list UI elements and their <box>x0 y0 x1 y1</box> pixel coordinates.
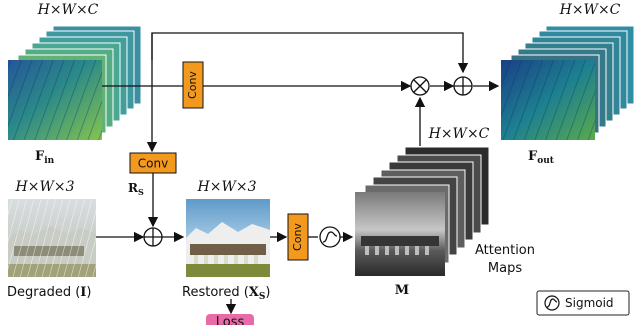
f-in-label: Fin <box>35 149 55 166</box>
f-out-symbol: F <box>528 149 538 164</box>
conv-right-label: Conv <box>291 223 304 251</box>
degraded-dims-label: H×W×3 <box>15 179 75 195</box>
conv-middle-label: Conv <box>138 157 168 171</box>
restored-symbol: X <box>249 285 260 300</box>
restored-subscript: S <box>259 292 266 302</box>
f-out-label: Fout <box>528 149 555 166</box>
sigmoid-icon <box>319 226 341 248</box>
add-operator-top <box>453 76 473 96</box>
restored-close: ) <box>265 285 270 300</box>
sigmoid-operator <box>319 226 341 248</box>
f-in-symbol: F <box>35 149 45 164</box>
restored-dims-label: H×W×3 <box>197 179 257 195</box>
attention-maps-stack <box>355 146 490 276</box>
restored-text: Restored ( <box>182 285 249 300</box>
conv-block-top: Conv <box>182 61 204 109</box>
restored-label: Restored (XS) <box>182 285 270 302</box>
output-feature-stack <box>501 25 635 140</box>
loss-block: Loss <box>206 314 254 325</box>
degraded-close: ) <box>86 285 91 300</box>
degraded-label: Degraded (I) <box>7 285 91 300</box>
f-in-subscript: in <box>44 156 54 166</box>
loss-label: Loss <box>216 315 245 325</box>
conv-top-label: Conv <box>186 71 199 99</box>
degraded-text: Degraded ( <box>7 285 80 300</box>
degraded-image <box>8 199 96 277</box>
attention-label-line2: Maps <box>488 261 522 276</box>
restored-image <box>186 199 270 277</box>
conv-block-right: Conv <box>287 213 309 261</box>
add-operator-bottom <box>143 227 163 247</box>
legend-sigmoid-label: Sigmoid <box>565 296 614 310</box>
m-label: M <box>395 283 409 298</box>
conv-block-middle: Conv <box>129 152 177 174</box>
output-dims-label: H×W×C <box>559 2 621 18</box>
r-s-label: RS <box>128 181 144 197</box>
input-feature-stack <box>8 25 142 140</box>
r-s-symbol: R <box>128 181 139 195</box>
attention-label-line1: Attention <box>475 243 535 258</box>
legend-sigmoid-icon <box>544 295 560 311</box>
attention-dims-label: H×W×C <box>428 126 490 142</box>
multiply-operator <box>410 76 430 96</box>
top-connections <box>102 32 500 153</box>
degraded-symbol: I <box>80 285 86 300</box>
f-out-subscript: out <box>537 156 555 166</box>
r-s-subscript: S <box>138 187 144 197</box>
legend: Sigmoid <box>536 290 630 316</box>
input-dims-label: H×W×C <box>37 2 99 18</box>
